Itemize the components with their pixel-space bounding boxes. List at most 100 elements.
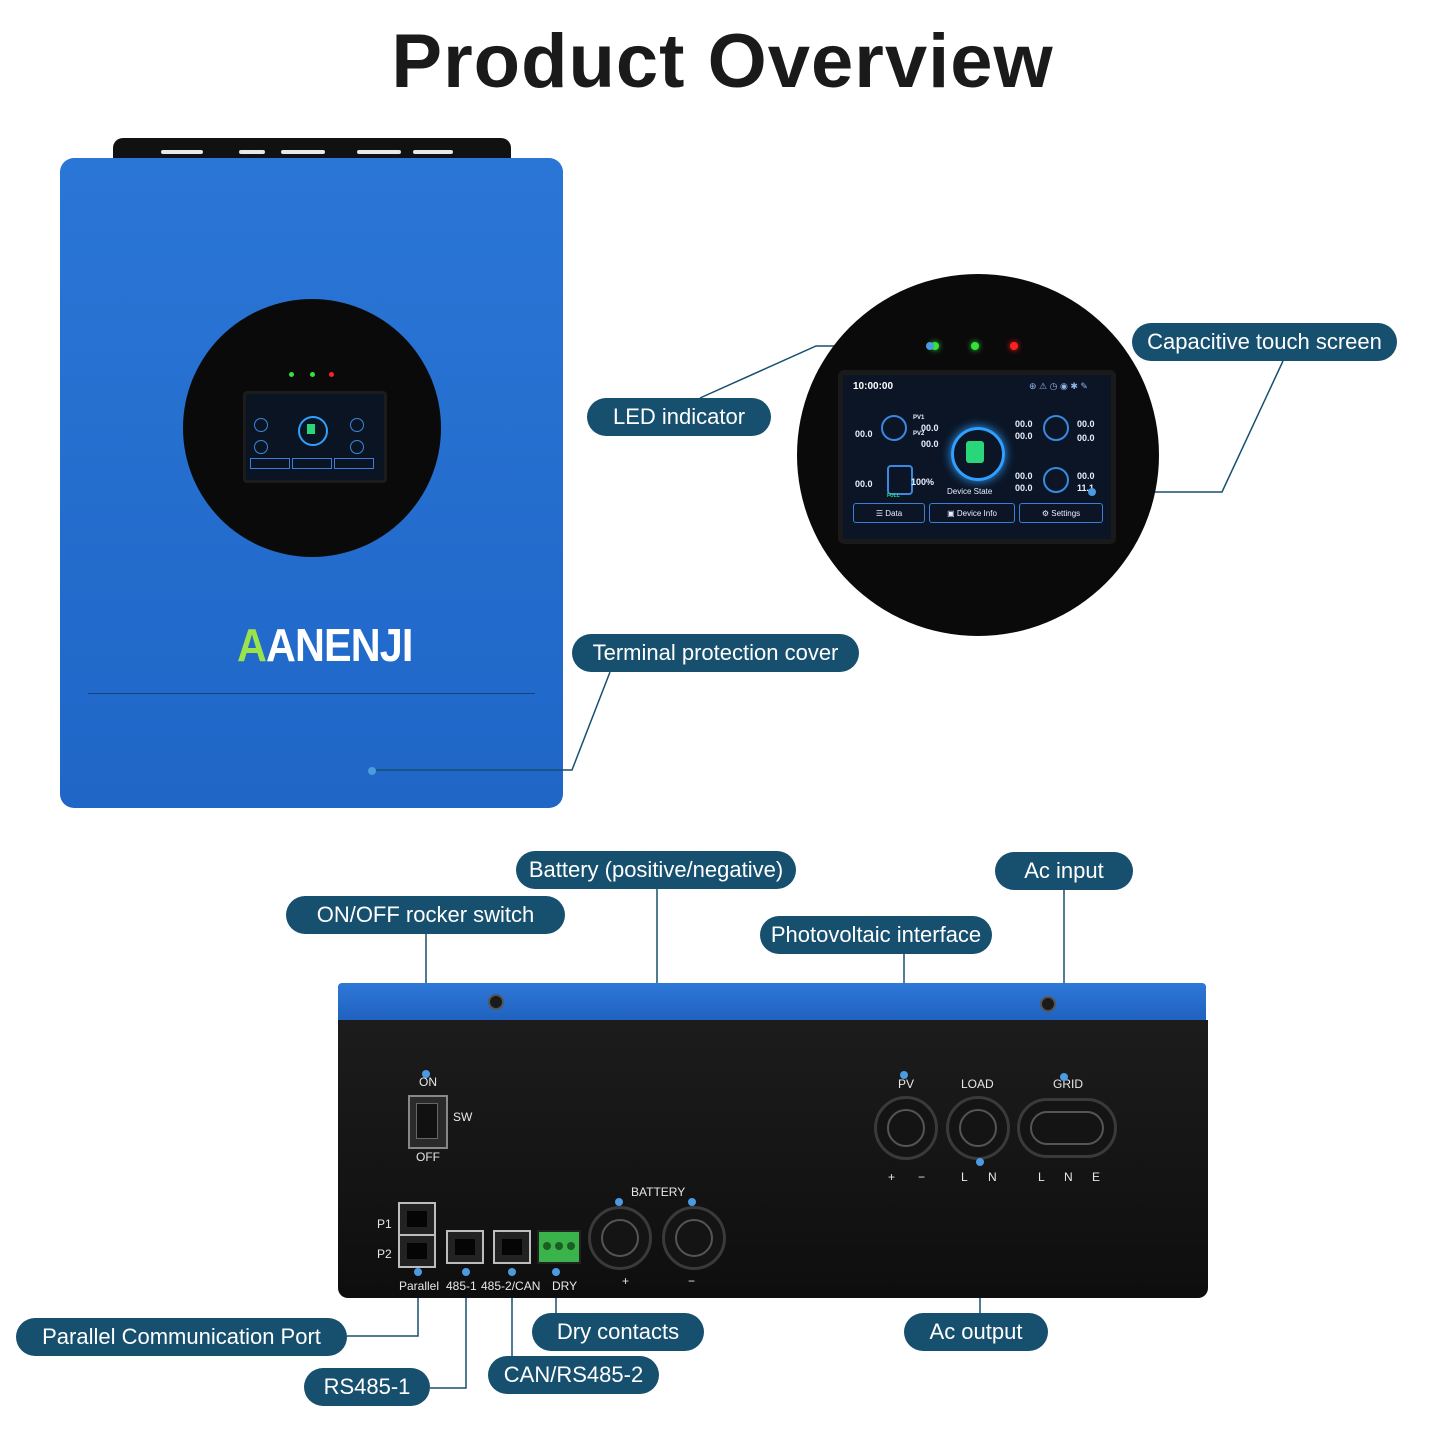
callout-dot-switch [422, 1070, 430, 1078]
pv-gland[interactable] [874, 1096, 938, 1160]
battery-state: FULL [887, 493, 900, 499]
dry-contact-terminal[interactable] [537, 1230, 581, 1264]
callout-ac-output: Ac output [904, 1313, 1048, 1351]
battery-icon [887, 465, 913, 495]
callout-ac-input: Ac input [995, 852, 1133, 890]
parallel-port-p2[interactable] [398, 1234, 436, 1268]
battery-percent: 100% [911, 477, 935, 487]
rs485-2-can-port[interactable] [493, 1230, 531, 1264]
pv-icon [881, 415, 907, 441]
parallel-label: Parallel [399, 1279, 440, 1293]
pv-total-value: 00.0 [855, 429, 873, 439]
grid-value-a: 00.0 [1015, 419, 1033, 429]
pv1-value: 00.0 [921, 423, 939, 433]
callout-dot-dry [552, 1268, 560, 1276]
mini-touch-screen [243, 391, 387, 483]
parallel-port-p1[interactable] [398, 1202, 436, 1236]
data-button-label: Data [885, 508, 903, 518]
load-value-a: 00.0 [1015, 471, 1033, 481]
screw-icon [488, 994, 504, 1010]
pv-label: PV [898, 1077, 915, 1091]
device-info-button[interactable]: ▣ Device Info [929, 503, 1015, 523]
page-title: Product Overview [391, 19, 1054, 104]
callout-parallel-port: Parallel Communication Port [16, 1318, 347, 1356]
screw-icon [1040, 996, 1056, 1012]
load-right-value-b: 11.1 [1077, 483, 1095, 493]
dry-label: DRY [552, 1279, 578, 1293]
battery-left-value: 00.0 [855, 479, 873, 489]
pv-minus-label: − [918, 1170, 926, 1184]
callout-dot-485-2 [508, 1268, 516, 1276]
callout-led-indicator: LED indicator [587, 398, 771, 436]
grid-right-value-a: 00.0 [1077, 419, 1095, 429]
485-1-label: 485-1 [446, 1279, 477, 1293]
callout-dot-led [926, 342, 934, 350]
callout-dot-battery-neg [688, 1198, 696, 1206]
load-n-label: N [988, 1170, 997, 1184]
led-red-icon [1010, 342, 1018, 350]
screen-time: 10:00:00 [853, 381, 894, 392]
load-right-value-a: 00.0 [1077, 471, 1095, 481]
battery-plus-label: + [622, 1274, 630, 1288]
callout-dot-battery-pos [615, 1198, 623, 1206]
data-icon: ☰ [875, 508, 886, 518]
485-2-can-label: 485-2/CAN [481, 1279, 541, 1293]
callout-dry-contacts: Dry contacts [532, 1313, 704, 1351]
led-green-1-icon [931, 342, 939, 350]
callout-pv-interface: Photovoltaic interface [760, 916, 992, 954]
callout-onoff-switch: ON/OFF rocker switch [286, 896, 565, 934]
grid-right-value-b: 00.0 [1077, 433, 1095, 443]
touch-screen[interactable]: 10:00:00 ⊕ ⚠ ◷ ◉ ✱ ✎ 00.0 PV1 00.0 PV2 0… [838, 370, 1116, 544]
grid-value-b: 00.0 [1015, 431, 1033, 441]
led-dot-icon [310, 372, 315, 377]
callout-dot-485-1 [462, 1268, 470, 1276]
settings-button[interactable]: ⚙ Settings [1019, 503, 1103, 523]
led-green-2-icon [971, 342, 979, 350]
device-state-ring [951, 427, 1005, 481]
battery-positive-gland[interactable] [588, 1206, 652, 1270]
rs485-1-port[interactable] [446, 1230, 484, 1264]
sw-label: SW [453, 1110, 473, 1124]
off-label: OFF [416, 1150, 440, 1164]
brand-logo: AANENJI [237, 619, 413, 671]
callout-dot-screen [1088, 488, 1096, 496]
callout-dot-parallel [414, 1268, 422, 1276]
device-info-button-label: Device Info [956, 508, 997, 518]
pv-plus-label: + [888, 1170, 896, 1184]
grid-n-label: N [1064, 1170, 1073, 1184]
p2-label: P2 [377, 1247, 392, 1261]
callout-can-rs485-2: CAN/RS485-2 [488, 1356, 659, 1394]
led-dot-icon [289, 372, 294, 377]
settings-button-label: Settings [1051, 508, 1081, 518]
display-bezel [183, 299, 441, 557]
inverter-housing: AANENJI [60, 158, 563, 808]
device-icon [966, 441, 984, 463]
cover-seam [88, 693, 535, 694]
battery-minus-label: − [688, 1274, 696, 1288]
rocker-switch[interactable] [408, 1095, 448, 1149]
load-label: LOAD [961, 1077, 994, 1091]
load-value-b: 00.0 [1015, 483, 1033, 493]
pv2-label: PV2 [913, 431, 925, 437]
grid-l-label: L [1038, 1170, 1045, 1184]
callout-battery: Battery (positive/negative) [516, 851, 796, 889]
grid-label: GRID [1053, 1077, 1083, 1091]
load-home-icon [1043, 467, 1069, 493]
callout-dot-load [976, 1158, 984, 1166]
pv1-label: PV1 [913, 415, 925, 421]
led-dot-icon [329, 372, 334, 377]
gear-icon: ⚙ [1041, 508, 1052, 518]
callout-dot-grid [1060, 1073, 1068, 1081]
grid-gland[interactable] [1017, 1098, 1117, 1158]
battery-negative-gland[interactable] [662, 1206, 726, 1270]
data-button[interactable]: ☰ Data [853, 503, 925, 523]
load-gland[interactable] [946, 1096, 1010, 1160]
on-label: ON [419, 1075, 437, 1089]
pv2-value: 00.0 [921, 439, 939, 449]
rear-top-cover [338, 983, 1206, 1023]
grid-tower-icon [1043, 415, 1069, 441]
device-info-icon: ▣ [947, 508, 957, 518]
callout-dot-cover [368, 767, 376, 775]
callout-terminal-cover: Terminal protection cover [572, 634, 859, 672]
callout-rs485-1: RS485-1 [304, 1368, 430, 1406]
